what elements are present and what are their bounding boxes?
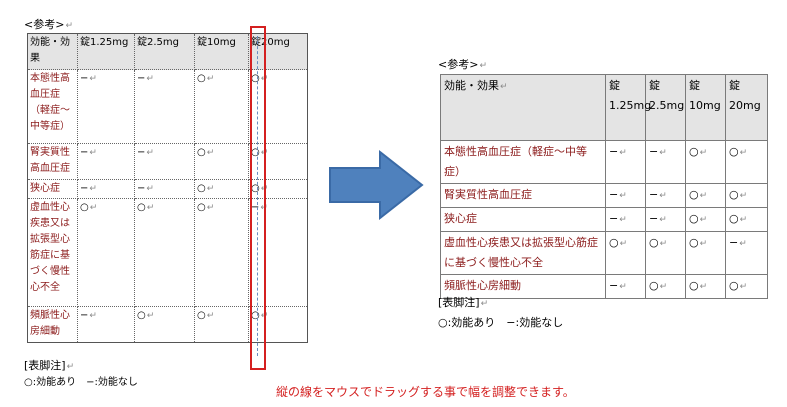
column-resize-guide-line xyxy=(257,36,258,356)
row-value[interactable]: ○↵ xyxy=(685,231,726,275)
row-value[interactable]: ○↵ xyxy=(685,274,726,299)
table-row: 本態性高血圧症（軽症〜中等症） −↵ −↵ ○↵ ○↵ xyxy=(27,69,308,144)
table-row: 狭心症 −↵ −↵ ○↵ ○↵ xyxy=(440,207,768,232)
header-cell-10mg[interactable]: 錠10mg xyxy=(685,74,726,141)
header-cell-indication[interactable]: 効能・効果↵ xyxy=(440,74,606,141)
table-header-row: 効能・効果↵ 錠1.25mg 錠2.5mg 錠10mg 錠20mg xyxy=(440,74,768,141)
arrow-shape xyxy=(329,149,424,221)
table-row: 本態性高血圧症（軽症〜中等症） −↵ −↵ ○↵ ○↵ xyxy=(440,140,768,184)
row-value[interactable]: −↵ xyxy=(725,231,768,275)
right-reference-table: 効能・効果↵ 錠1.25mg 錠2.5mg 錠10mg 錠20mg 本態性高血圧… xyxy=(440,74,768,299)
right-arrow-icon xyxy=(329,149,424,221)
row-value[interactable]: −↵ xyxy=(77,306,135,343)
row-value[interactable]: ○↵ xyxy=(194,306,249,343)
row-value[interactable]: ○↵ xyxy=(685,140,726,184)
header-cell-1-25mg[interactable]: 錠1.25mg xyxy=(77,33,135,70)
row-value[interactable]: ○↵ xyxy=(685,207,726,232)
row-value[interactable]: ○↵ xyxy=(685,183,726,208)
left-footnote-title: [表脚注]↵ xyxy=(24,359,75,372)
row-label[interactable]: 本態性高血圧症（軽症〜中等症） xyxy=(440,140,606,184)
row-value[interactable]: ○↵ xyxy=(77,198,135,307)
header-cell-20mg[interactable]: 錠20mg xyxy=(248,33,308,70)
row-label[interactable]: 狭心症 xyxy=(27,179,78,199)
row-label[interactable]: 狭心症 xyxy=(440,207,606,232)
row-value[interactable]: −↵ xyxy=(645,183,686,208)
header-cell-1-25mg[interactable]: 錠1.25mg xyxy=(605,74,651,141)
header-cell-indication[interactable]: 効能・効果 xyxy=(27,33,78,70)
row-label[interactable]: 本態性高血圧症（軽症〜中等症） xyxy=(27,69,78,144)
row-value[interactable]: ○↵ xyxy=(194,198,249,307)
row-label[interactable]: 虚血性心疾患又は拡張型心筋症に基づく慢性心不全 xyxy=(27,198,78,307)
row-value[interactable]: −↵ xyxy=(77,69,135,144)
row-value[interactable]: −↵ xyxy=(134,143,195,180)
table-header-row: 効能・効果 錠1.25mg 錠2.5mg 錠10mg 錠20mg xyxy=(27,33,308,70)
column-border-drag-handle[interactable] xyxy=(250,26,266,370)
row-value[interactable]: −↵ xyxy=(605,207,646,232)
left-footnote-text: ○:効能あり −:効能なし xyxy=(24,377,138,388)
right-footnote-title: [表脚注]↵ xyxy=(438,296,489,309)
row-value[interactable]: −↵ xyxy=(248,198,308,307)
row-value[interactable]: ○↵ xyxy=(725,274,768,299)
header-cell-2-5mg[interactable]: 錠2.5mg xyxy=(645,74,686,141)
row-value[interactable]: ○↵ xyxy=(194,69,249,144)
table-row: 頻脈性心房細動 −↵ ○↵ ○↵ ○↵ xyxy=(440,274,768,299)
row-value[interactable]: −↵ xyxy=(134,179,195,199)
row-value[interactable]: −↵ xyxy=(134,69,195,144)
right-table-caption: <参考>↵ xyxy=(438,58,487,71)
table-row: 虚血性心疾患又は拡張型心筋症に基づく慢性心不全 ○↵ ○↵ ○↵ −↵ xyxy=(27,198,308,307)
row-value[interactable]: −↵ xyxy=(77,179,135,199)
row-value[interactable]: ○↵ xyxy=(725,183,768,208)
table-row: 虚血性心疾患又は拡張型心筋症に基づく慢性心不全 ○↵ ○↵ ○↵ −↵ xyxy=(440,231,768,275)
row-label[interactable]: 腎実質性高血圧症 xyxy=(27,143,78,180)
row-value[interactable]: −↵ xyxy=(605,140,646,184)
row-value[interactable]: −↵ xyxy=(77,143,135,180)
instruction-caption: 縦の線をマウスでドラッグする事で幅を調整できます。 xyxy=(276,385,575,399)
paragraph-mark-icon: ↵ xyxy=(65,21,73,31)
left-table-caption: <参考>↵ xyxy=(24,18,73,31)
row-value[interactable]: −↵ xyxy=(605,183,646,208)
row-value[interactable]: ○↵ xyxy=(194,143,249,180)
row-value[interactable]: ○↵ xyxy=(134,198,195,307)
right-footnote-text: ○:効能あり −:効能なし xyxy=(438,316,564,329)
row-value[interactable]: −↵ xyxy=(605,274,646,299)
row-value[interactable]: ○↵ xyxy=(645,231,686,275)
header-cell-2-5mg[interactable]: 錠2.5mg xyxy=(134,33,195,70)
row-value[interactable]: ○↵ xyxy=(725,140,768,184)
row-value[interactable]: ○↵ xyxy=(725,207,768,232)
table-row: 腎実質性高血圧症 −↵ −↵ ○↵ ○↵ xyxy=(27,143,308,180)
row-label[interactable]: 頻脈性心房細動 xyxy=(27,306,78,343)
row-value[interactable]: ○↵ xyxy=(134,306,195,343)
table-row: 腎実質性高血圧症 −↵ −↵ ○↵ ○↵ xyxy=(440,183,768,208)
row-value[interactable]: ○↵ xyxy=(645,274,686,299)
table-row: 頻脈性心房細動 −↵ ○↵ ○↵ ○↵ xyxy=(27,306,308,343)
header-cell-20mg[interactable]: 錠20mg xyxy=(725,74,768,141)
header-cell-10mg[interactable]: 錠10mg xyxy=(194,33,249,70)
row-label[interactable]: 頻脈性心房細動 xyxy=(440,274,606,299)
row-value[interactable]: ○↵ xyxy=(248,69,308,144)
row-label[interactable]: 虚血性心疾患又は拡張型心筋症に基づく慢性心不全 xyxy=(440,231,606,275)
row-value[interactable]: ○↵ xyxy=(605,231,646,275)
left-reference-table: 効能・効果 錠1.25mg 錠2.5mg 錠10mg 錠20mg 本態性高血圧症… xyxy=(27,33,308,343)
row-label[interactable]: 腎実質性高血圧症 xyxy=(440,183,606,208)
row-value[interactable]: −↵ xyxy=(645,207,686,232)
row-value[interactable]: −↵ xyxy=(645,140,686,184)
row-value[interactable]: ○↵ xyxy=(194,179,249,199)
